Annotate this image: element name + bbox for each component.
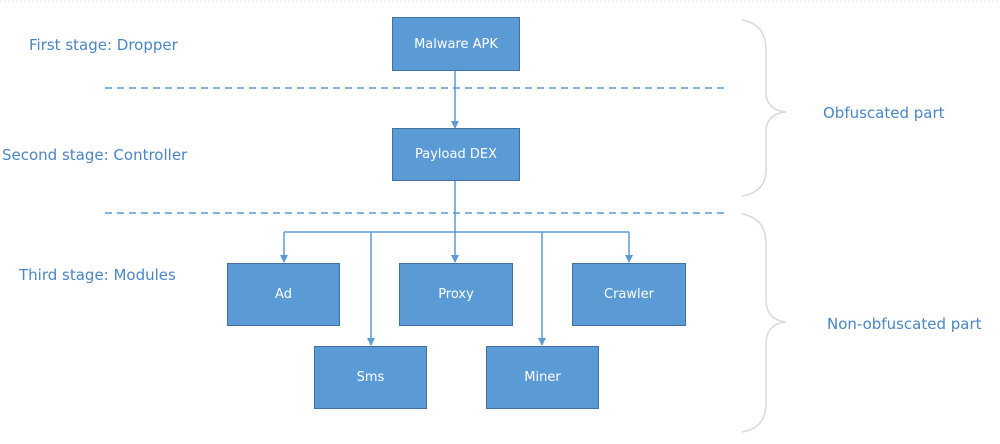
node-malware-apk: Malware APK bbox=[392, 17, 520, 71]
stage-label-second: Second stage: Controller bbox=[2, 146, 188, 164]
node-ad: Ad bbox=[227, 263, 340, 326]
node-crawler: Crawler bbox=[572, 263, 686, 326]
stage-label-first: First stage: Dropper bbox=[29, 36, 178, 54]
stage-label-third: Third stage: Modules bbox=[19, 266, 176, 284]
node-sms: Sms bbox=[314, 346, 427, 409]
node-payload-dex: Payload DEX bbox=[392, 128, 520, 181]
obfuscated-bracket bbox=[741, 19, 787, 197]
node-proxy: Proxy bbox=[399, 263, 513, 326]
node-miner: Miner bbox=[486, 346, 599, 409]
part-label-obfuscated: Obfuscated part bbox=[823, 104, 945, 122]
non-obfuscated-bracket bbox=[741, 213, 787, 433]
part-label-non-obfuscated: Non-obfuscated part bbox=[827, 315, 982, 333]
